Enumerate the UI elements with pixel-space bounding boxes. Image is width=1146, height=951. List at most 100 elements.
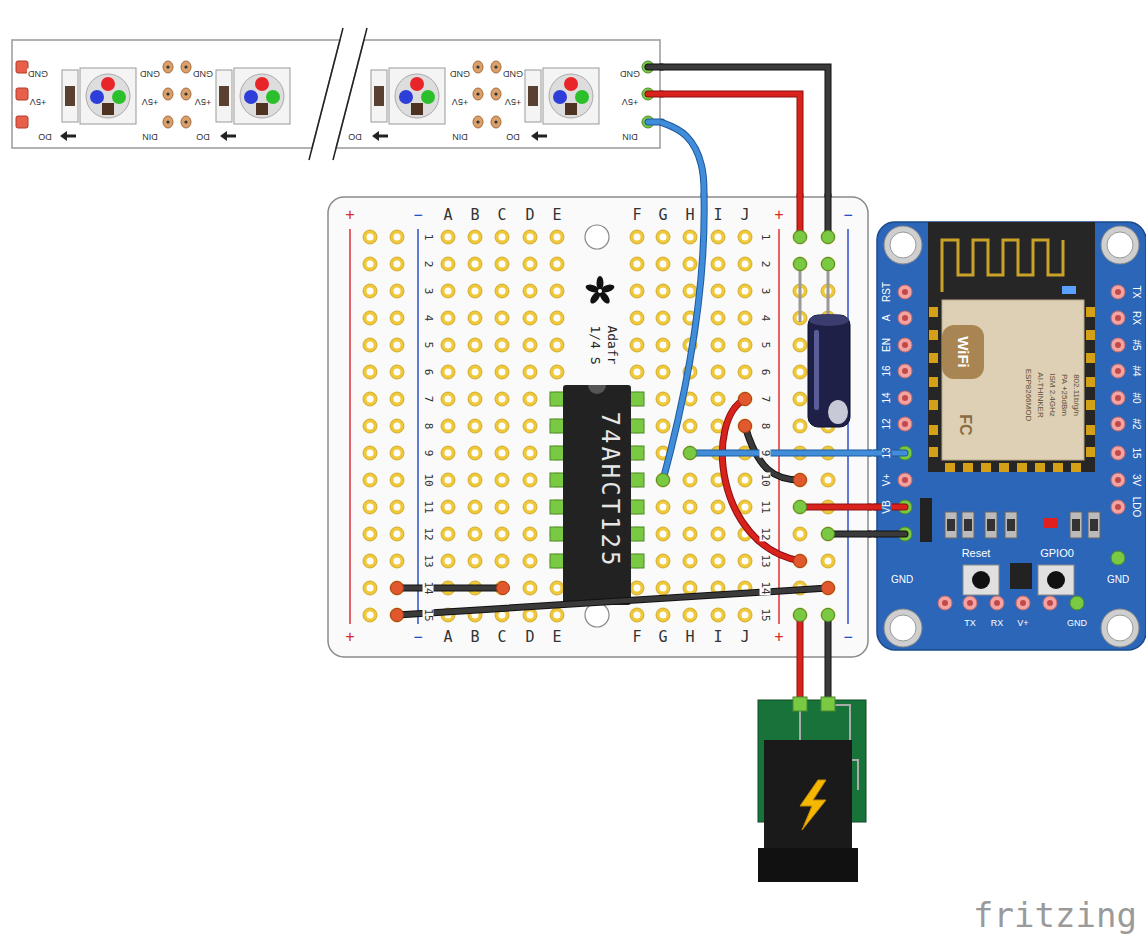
led-die bbox=[256, 103, 268, 115]
chip-body bbox=[563, 385, 631, 605]
hole-center bbox=[660, 342, 667, 349]
header-pad bbox=[1111, 446, 1125, 460]
hole-center bbox=[394, 504, 401, 511]
pad-label: +5V bbox=[141, 97, 159, 106]
hole-center bbox=[499, 396, 506, 403]
breadboard-hole bbox=[683, 473, 697, 487]
hole-center bbox=[687, 288, 694, 295]
pad-dot bbox=[166, 120, 169, 123]
row-number: 5 bbox=[760, 341, 771, 350]
solder-pad bbox=[491, 61, 501, 73]
breadboard-hole bbox=[495, 527, 509, 541]
row-number: 7 bbox=[760, 395, 771, 404]
dip-chip bbox=[550, 385, 644, 605]
breadboard-hole bbox=[793, 338, 807, 352]
breadboard-hole bbox=[711, 365, 725, 379]
row-number: 1 bbox=[423, 233, 434, 242]
breadboard-hole bbox=[468, 338, 482, 352]
hole-center bbox=[527, 261, 534, 268]
hole-center bbox=[445, 369, 452, 376]
hole-center bbox=[715, 234, 722, 241]
hole-center bbox=[527, 234, 534, 241]
hole-center bbox=[715, 288, 722, 295]
pin-label: #0 bbox=[1131, 391, 1141, 404]
breadboard-hole bbox=[390, 608, 404, 622]
led-package bbox=[543, 68, 599, 124]
row-number: 14 bbox=[423, 580, 434, 595]
breadboard-hole bbox=[523, 311, 537, 325]
smd-capacitor bbox=[62, 70, 78, 122]
breadboard-hole bbox=[523, 230, 537, 244]
hole-center bbox=[394, 531, 401, 538]
hole-center bbox=[499, 315, 506, 322]
hole-center bbox=[527, 477, 534, 484]
hole-center bbox=[660, 234, 667, 241]
row-number: 3 bbox=[760, 287, 771, 296]
breadboard-hole bbox=[390, 230, 404, 244]
breadboard-hole bbox=[738, 419, 752, 433]
pin-label: 12 bbox=[882, 417, 892, 430]
breadboard-hole bbox=[390, 527, 404, 541]
hole-center bbox=[527, 612, 534, 619]
hole-marker bbox=[391, 582, 404, 595]
pad-hole bbox=[902, 368, 908, 374]
breadboard-hole bbox=[793, 500, 807, 514]
hole-center bbox=[367, 342, 374, 349]
breadboard bbox=[328, 197, 868, 657]
hole-marker bbox=[794, 258, 807, 271]
smd-part-body bbox=[964, 519, 972, 531]
breadboard-hole bbox=[495, 338, 509, 352]
breadboard-hole bbox=[821, 257, 835, 271]
header-pad bbox=[1111, 364, 1125, 378]
castellated-pad bbox=[1086, 353, 1095, 363]
breadboard-hole bbox=[630, 500, 644, 514]
hole-center bbox=[554, 369, 561, 376]
row-number: 15 bbox=[423, 607, 434, 622]
header-pad bbox=[1043, 596, 1057, 610]
hole-center bbox=[715, 531, 722, 538]
hole-center bbox=[660, 531, 667, 538]
row-number: 4 bbox=[760, 314, 771, 323]
hole-center bbox=[527, 369, 534, 376]
hole-center bbox=[499, 531, 506, 538]
column-letter: D bbox=[524, 630, 535, 645]
header-pad bbox=[1111, 417, 1125, 431]
power-rail-line bbox=[349, 229, 351, 624]
hole-center bbox=[445, 342, 452, 349]
breadboard-hole bbox=[363, 419, 377, 433]
led-green bbox=[575, 90, 589, 104]
breadboard-hole bbox=[738, 365, 752, 379]
hole-center bbox=[634, 342, 641, 349]
hole-center bbox=[797, 369, 804, 376]
header-pad bbox=[963, 596, 977, 610]
hole-center bbox=[499, 261, 506, 268]
smd-capacitor bbox=[216, 70, 232, 122]
solder-pad bbox=[491, 116, 501, 128]
wire-outline bbox=[660, 67, 828, 197]
smd-part bbox=[962, 512, 974, 538]
hole-center bbox=[394, 261, 401, 268]
breadboard-hole bbox=[738, 338, 752, 352]
breadboard-hole bbox=[363, 500, 377, 514]
strip-segment bbox=[336, 40, 660, 148]
breadboard-hole bbox=[468, 554, 482, 568]
breadboard-hole bbox=[550, 284, 564, 298]
led-red bbox=[101, 77, 115, 91]
chip-notch bbox=[588, 385, 606, 394]
breadboard-hole bbox=[656, 284, 670, 298]
breadboard-hole bbox=[821, 230, 835, 244]
hole-center bbox=[660, 396, 667, 403]
hole-center bbox=[634, 261, 641, 268]
hole-center bbox=[715, 477, 722, 484]
breadboard-hole bbox=[495, 446, 509, 460]
breadboard-hole bbox=[390, 284, 404, 298]
row-number: 9 bbox=[423, 449, 434, 458]
pad-dot bbox=[494, 65, 497, 68]
pad-label: GND bbox=[502, 69, 524, 78]
hole-center bbox=[715, 585, 722, 592]
logo-petal bbox=[585, 283, 600, 294]
pad-label: GND bbox=[27, 69, 49, 78]
hole-center bbox=[715, 342, 722, 349]
column-letter: F bbox=[631, 208, 642, 223]
hole-marker bbox=[497, 582, 510, 595]
